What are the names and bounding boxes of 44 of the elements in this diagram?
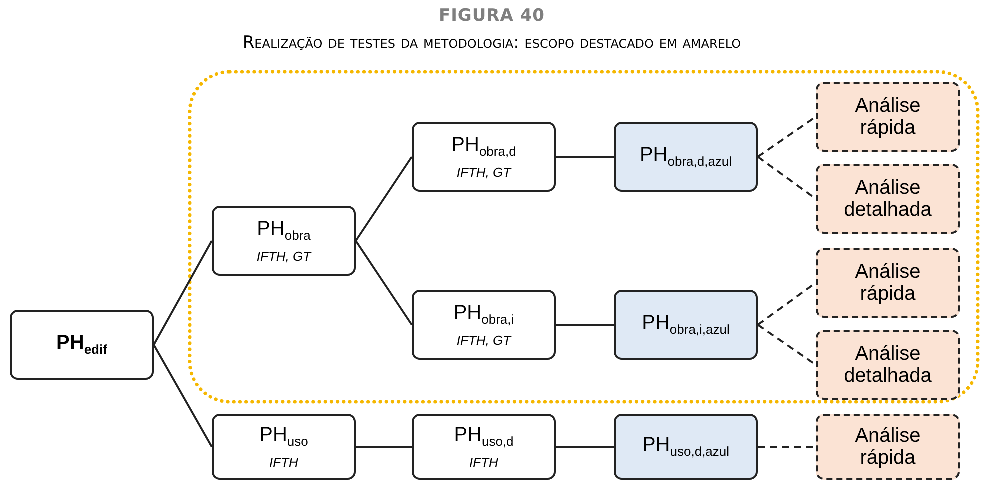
analysis-box [816, 330, 960, 400]
connector-line [556, 324, 614, 326]
node-label: PH$_{uso,d}$ [454, 424, 514, 450]
process-box [212, 206, 356, 276]
node-label: PH$_{edif}$ [56, 332, 108, 358]
node-label: PH$_{obra,i}$ [454, 302, 514, 328]
analysis-box [816, 248, 960, 318]
node-label: Análise rápida [854, 425, 922, 469]
node-label: PH$_{obra,i,azul}$ [642, 312, 730, 338]
analysis-box [816, 82, 960, 152]
process-box [412, 122, 556, 192]
method-note: IFTH [470, 454, 498, 470]
connector-line [355, 156, 413, 242]
node-label: Análise rápida [854, 261, 922, 305]
node-label: PH$_{uso,d,azul}$ [642, 434, 730, 460]
process-box [412, 290, 556, 360]
method-note: IFTH, GT [456, 332, 512, 348]
connector-line [556, 156, 614, 158]
root-box [10, 310, 154, 380]
method-note: IFTH, GT [456, 164, 512, 180]
result-box [614, 122, 758, 192]
connector-line [556, 446, 614, 448]
node-label: PH$_{obra,d}$ [452, 134, 516, 160]
node-label: PH$_{uso}$ [260, 424, 308, 450]
figure-caption: Realização de testes da metodologia: escopo destacado em amarelo [242, 33, 742, 53]
connector-line [153, 240, 213, 346]
node-label: PH$_{obra}$ [257, 218, 311, 244]
node-label: Análise detalhada [843, 343, 933, 387]
connector-line [355, 240, 413, 326]
connector-line [758, 446, 816, 448]
connector-line [153, 344, 213, 448]
analysis-box [816, 414, 960, 480]
node-label: Análise detalhada [843, 177, 933, 221]
process-box [212, 414, 356, 480]
analysis-box [816, 164, 960, 234]
method-note: IFTH [270, 454, 298, 470]
connector-line [356, 446, 412, 448]
node-label: Análise rápida [854, 95, 922, 139]
method-note: IFTH, GT [256, 248, 312, 264]
node-label: PH$_{obra,d,azul}$ [640, 144, 732, 170]
process-box [412, 414, 556, 480]
figure-number: FIGURA 40 [438, 6, 546, 26]
result-box [614, 290, 758, 360]
result-box [614, 414, 758, 480]
